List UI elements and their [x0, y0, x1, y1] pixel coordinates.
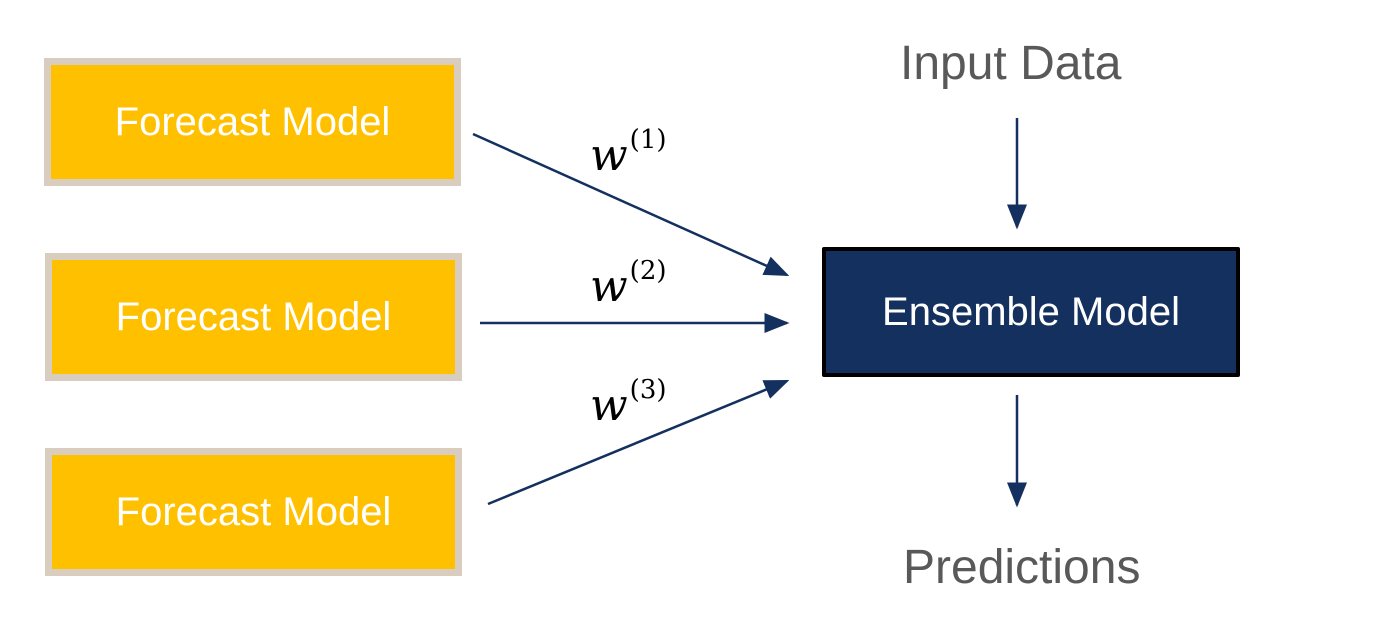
weight-label-1: w(1)	[590, 125, 667, 181]
forecast-model-label-3: Forecast Model	[115, 489, 392, 534]
ensemble-model-label: Ensemble Model	[882, 289, 1180, 334]
forecast-model-label-2: Forecast Model	[115, 294, 392, 339]
ensemble-model-box: Ensemble Model	[822, 247, 1240, 377]
input-data-label: Input Data	[900, 37, 1122, 90]
weight-label-2: w(2)	[590, 256, 667, 312]
weight-symbol-3: w	[590, 380, 628, 431]
forecast-model-box-3: Forecast Model	[45, 448, 462, 576]
forecast-model-box-1: Forecast Model	[44, 58, 461, 186]
forecast-model-label-1: Forecast Model	[114, 99, 391, 144]
arrow-model3-to-ensemble	[487, 379, 790, 506]
weight-superscript-1: (1)	[629, 125, 667, 155]
weight-label-3: w(3)	[590, 375, 667, 431]
forecast-model-box-2: Forecast Model	[45, 253, 462, 381]
weight-symbol-1: w	[590, 130, 628, 181]
predictions-label: Predictions	[903, 541, 1141, 594]
weight-superscript-2: (2)	[629, 256, 667, 286]
arrow-model1-to-ensemble	[472, 132, 790, 277]
weight-symbol-2: w	[590, 261, 628, 312]
weight-superscript-3: (3)	[629, 375, 667, 405]
